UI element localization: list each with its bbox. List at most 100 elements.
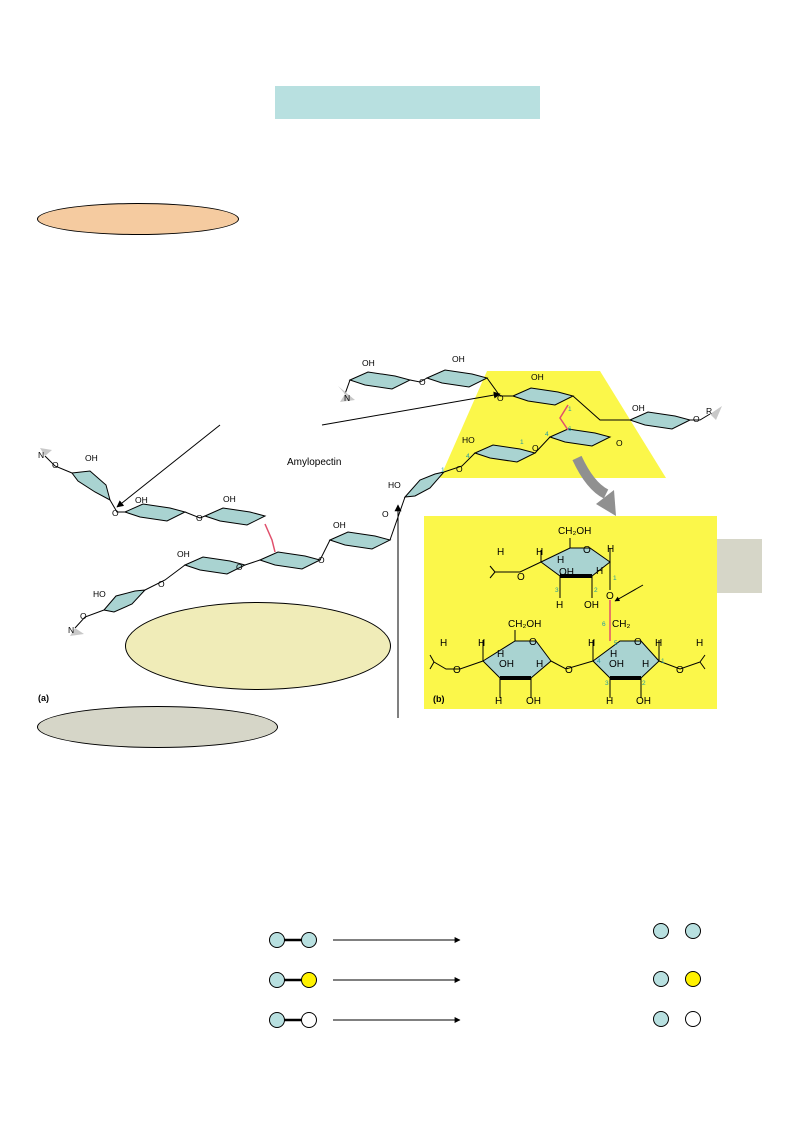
hydrogen-label: H: [588, 638, 595, 649]
position-number: 3: [605, 680, 609, 687]
hydrogen-label: H: [642, 659, 649, 670]
hydroxyl-label: OH: [452, 354, 465, 364]
end-label: N: [68, 625, 74, 635]
ring-oxygen: O: [529, 637, 537, 648]
glycosidic-oxygen: O: [565, 665, 573, 676]
glucose-ring: [425, 369, 489, 388]
position-number: 2: [594, 587, 598, 594]
legend-monomer: [301, 932, 317, 948]
hydroxyl-label: HO: [462, 435, 475, 445]
hydroxyl-label: OH: [531, 372, 544, 382]
legend-monomer: [685, 923, 701, 939]
glycosidic-oxygen: O: [676, 665, 684, 676]
legend-monomer: [269, 932, 285, 948]
ring-oxygen: O: [80, 611, 87, 621]
ring-oxygen: O: [318, 555, 325, 565]
panel-a-label: (a): [38, 693, 49, 703]
legend-monomer: [653, 923, 669, 939]
legend-monomer: [269, 972, 285, 988]
amylopectin-diagram: Amylopectin (a) N N N R OH OH OH OH HO H…: [38, 354, 722, 718]
hydrogen-label: H: [536, 547, 543, 558]
legend-monomer: [653, 1011, 669, 1027]
ring-oxygen: O: [419, 377, 426, 387]
ring-oxygen: O: [693, 414, 700, 424]
hydrogen-label: H: [440, 638, 447, 649]
position-number: 1: [441, 467, 445, 474]
legend-monomer: [653, 971, 669, 987]
end-label: R: [706, 406, 712, 416]
yellow-label-oval: [125, 602, 391, 690]
legend-monomer: [301, 972, 317, 988]
reducing-end-arrow: [710, 406, 722, 420]
glucose-ring: [328, 531, 392, 550]
hydroxyl-label: OH: [526, 696, 541, 707]
nonreducing-end-arrow: [70, 628, 84, 636]
position-number: 6: [568, 426, 572, 433]
glucose-ring: [71, 470, 111, 501]
ring-oxygen: O: [616, 438, 623, 448]
hydrogen-label: H: [497, 547, 504, 558]
hydroxyl-label: OH: [632, 403, 645, 413]
hydrogen-label: H: [610, 649, 617, 660]
position-number: 5: [614, 640, 618, 647]
hydroxyl-label: OH: [499, 659, 514, 670]
ring-oxygen: O: [456, 464, 463, 474]
hydroxyl-label: OH: [609, 659, 624, 670]
hydrogen-label: H: [696, 638, 703, 649]
position-number: 2: [642, 680, 646, 687]
ring-oxygen: O: [532, 443, 539, 453]
position-number: 1: [568, 406, 572, 413]
glucose-ring: [258, 551, 322, 570]
hydroxyl-label: OH: [333, 520, 346, 530]
title-box: [275, 86, 540, 119]
grey-label-oval: [37, 706, 278, 748]
hydroxymethyl-label: CH₂OH: [508, 619, 541, 630]
ring-oxygen: O: [382, 509, 389, 519]
nonreducing-end-arrow: [40, 448, 52, 456]
position-number: 1: [613, 575, 617, 582]
glucose-ring: [628, 411, 692, 430]
ring-oxygen: O: [583, 545, 591, 556]
legend-monomer: [685, 1011, 701, 1027]
pointer-arrow-2: [321, 391, 501, 426]
ring-oxygen: O: [236, 562, 243, 572]
pointer-arrow-1: [116, 424, 221, 508]
position-number: 1: [661, 658, 665, 665]
legend: [269, 923, 701, 1028]
branch-highlight-trapezoid: [440, 371, 666, 478]
position-number: 1: [520, 439, 524, 446]
hydrogen-label: H: [497, 649, 504, 660]
hydrogen-label: H: [478, 638, 485, 649]
panel-b-label: (b): [433, 694, 445, 704]
hydroxyl-label: OH: [584, 600, 599, 611]
legend-monomer: [269, 1012, 285, 1028]
ring-oxygen: O: [52, 460, 59, 470]
glucose-ring: [403, 471, 446, 498]
legend-monomer: [301, 1012, 317, 1028]
hydrogen-label: H: [556, 600, 563, 611]
ring-oxygen: O: [196, 513, 203, 523]
hydroxyl-label: OH: [223, 494, 236, 504]
hydrogen-label: H: [495, 696, 502, 707]
nonreducing-end-arrow: [338, 386, 355, 402]
legend-monomer: [685, 971, 701, 987]
position-number: 3: [555, 587, 559, 594]
zoom-arrow: [572, 455, 616, 516]
hydrogen-label: H: [606, 696, 613, 707]
hydroxyl-label: OH: [135, 495, 148, 505]
glycosidic-oxygen: O: [606, 591, 614, 602]
hydroxyl-label: OH: [85, 453, 98, 463]
hydroxyl-label: OH: [559, 567, 574, 578]
ring-oxygen: O: [112, 508, 119, 518]
hydroxyl-label: HO: [93, 589, 106, 599]
glucose-ring: [348, 371, 412, 390]
hydroxymethyl-label: CH₂OH: [558, 526, 591, 537]
pointer-arrow-4: [614, 584, 644, 602]
glucose-ring: [203, 507, 267, 526]
hydrogen-label: H: [557, 555, 564, 566]
end-label: N: [38, 450, 44, 460]
ring-oxygen: O: [497, 393, 504, 403]
glycosidic-oxygen: O: [453, 665, 461, 676]
hydrogen-label: H: [596, 566, 603, 577]
position-number: 4: [545, 431, 549, 438]
